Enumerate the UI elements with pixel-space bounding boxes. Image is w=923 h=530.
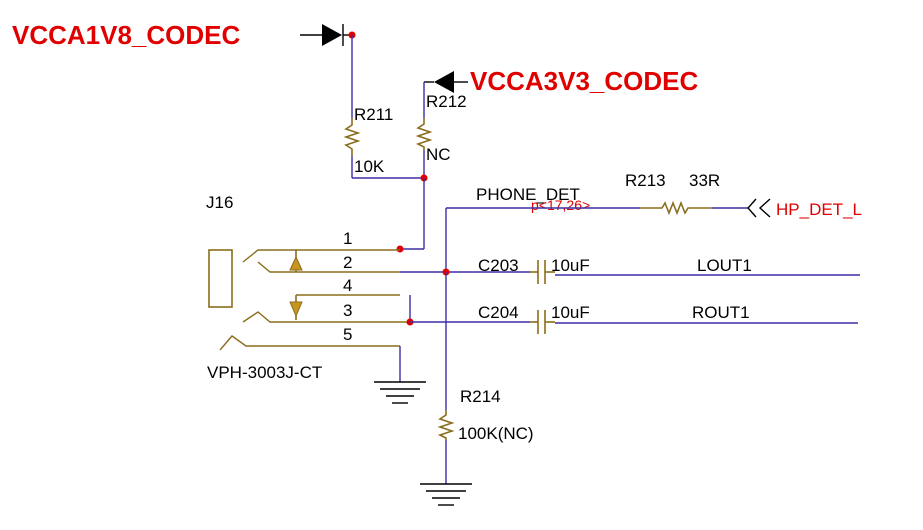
pin-number-3: 3	[343, 301, 352, 320]
pin-number-4: 4	[343, 276, 352, 295]
pin-number-2: 2	[343, 253, 352, 272]
j16-part-number: VPH-3003J-CT	[207, 363, 322, 382]
ground-icon-j16	[374, 381, 426, 404]
r213-ref: R213	[625, 171, 666, 190]
r211-ref: R211	[354, 105, 393, 124]
vcca1v8-port-icon	[300, 24, 352, 46]
pin-number-1: 1	[343, 229, 352, 248]
r214-value: 100K(NC)	[458, 424, 534, 443]
vcca3v3-port-icon	[424, 71, 468, 93]
r212-ref: R212	[426, 92, 467, 111]
c203-ref: C203	[478, 256, 519, 275]
pin1-line	[242, 249, 400, 263]
r214-ref: R214	[460, 387, 501, 406]
vcca1v8-label: VCCA1V8_CODEC	[12, 20, 241, 50]
c204-ref: C204	[478, 303, 519, 322]
switch2-arrow-icon	[289, 301, 303, 318]
page-reference: p<17,26>	[531, 197, 590, 213]
c203-value: 10uF	[551, 256, 590, 275]
rout1-label: ROUT1	[692, 303, 750, 322]
pin-number-5: 5	[343, 325, 352, 344]
r211-resistor-icon	[343, 118, 361, 156]
pin3-line	[242, 311, 410, 323]
pin5-line	[219, 335, 400, 351]
lout1-label: LOUT1	[697, 256, 752, 275]
pin2-line	[257, 261, 400, 273]
r213-resistor-icon	[640, 200, 712, 216]
r211-value: 10K	[354, 157, 385, 176]
jack-body-icon	[208, 249, 233, 308]
switch1-arrow-icon	[289, 255, 303, 271]
r212-value: NC	[426, 145, 451, 164]
phone-det-label: PHONE_DET	[476, 185, 580, 204]
ground-icon-r214	[420, 483, 472, 506]
j16-ref: J16	[206, 193, 233, 212]
r213-value: 33R	[689, 171, 720, 190]
r212-resistor-icon	[415, 118, 433, 150]
c204-value: 10uF	[551, 303, 590, 322]
vcca3v3-label: VCCA3V3_CODEC	[470, 66, 699, 96]
hp-det-port-icon	[747, 198, 771, 218]
hp-det-label: HP_DET_L	[776, 200, 862, 219]
junction-pin1	[396, 245, 404, 253]
r214-resistor-icon	[437, 410, 455, 440]
